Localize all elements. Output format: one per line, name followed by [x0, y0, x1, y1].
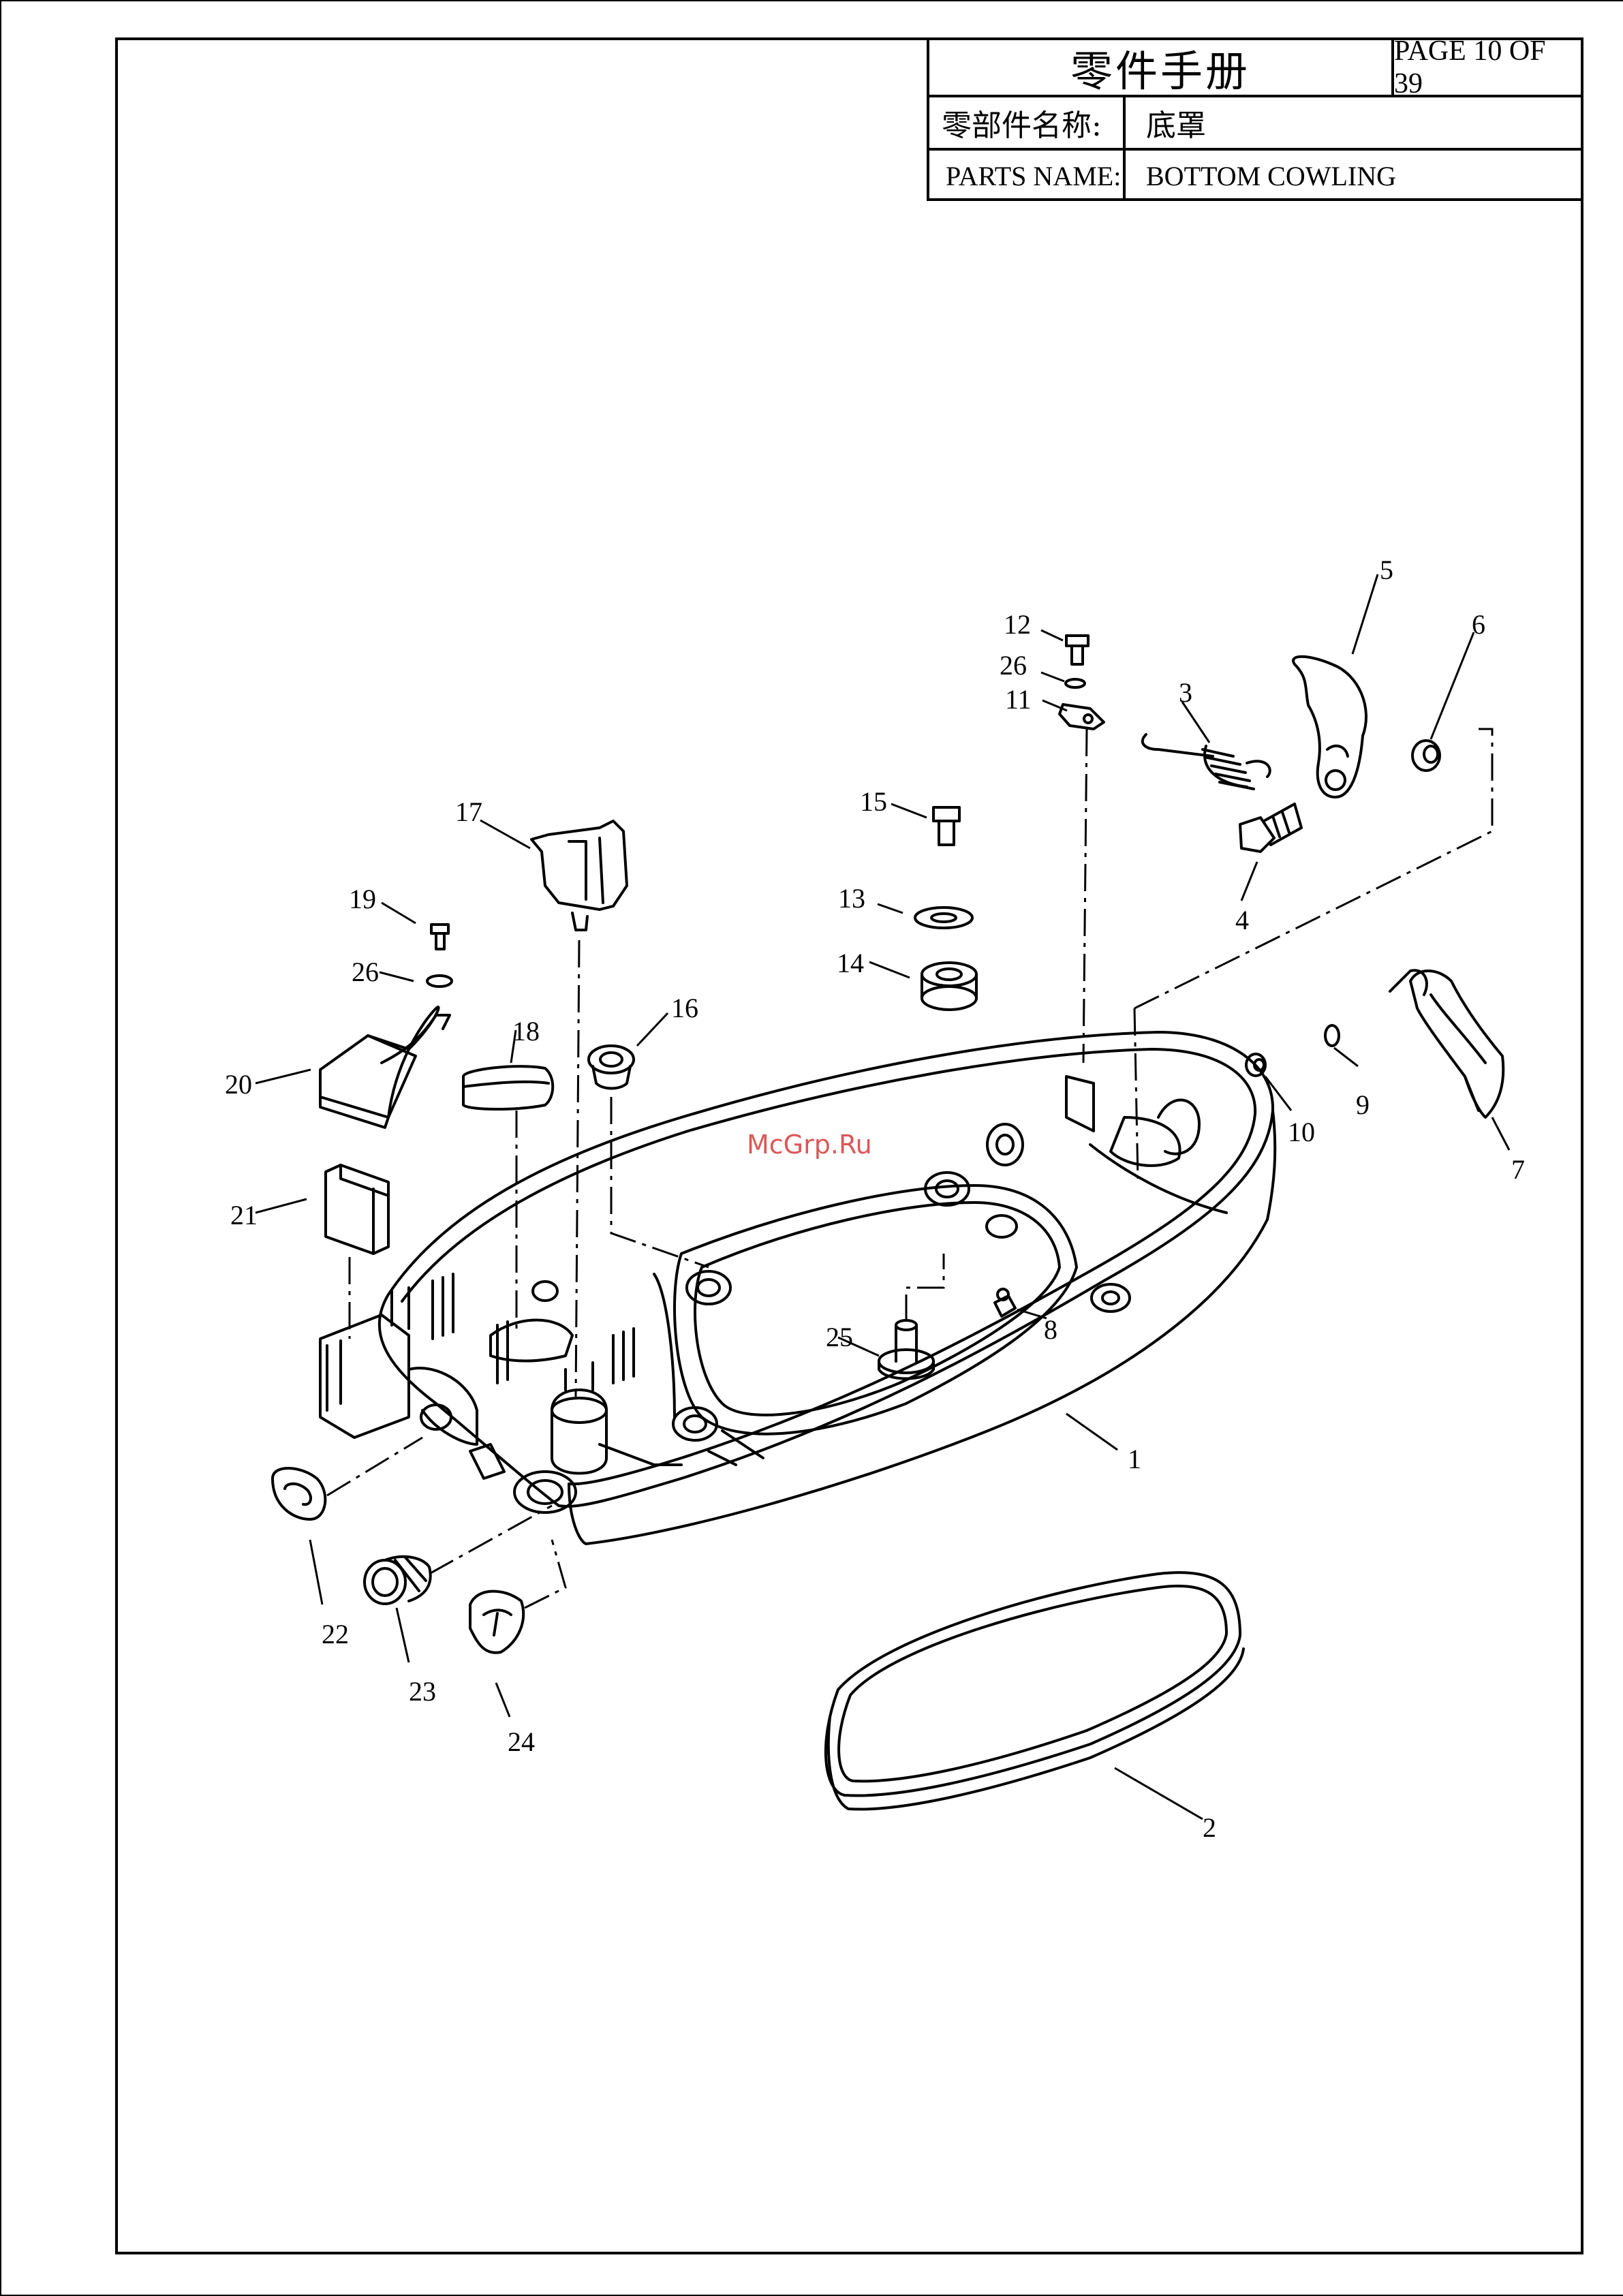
callout-25: 25 — [826, 1322, 853, 1352]
callout-2: 2 — [1203, 1812, 1216, 1843]
clip-11 — [1060, 704, 1104, 729]
bushing-6 — [1412, 741, 1440, 771]
rubber-plug-23 — [365, 1557, 431, 1604]
bolt-15 — [933, 807, 959, 845]
callout-8: 8 — [1044, 1314, 1057, 1345]
callout-11: 11 — [1005, 684, 1032, 715]
callout-23: 23 — [409, 1676, 436, 1707]
latch-plate-20 — [320, 1007, 450, 1128]
collar-10 — [1246, 1054, 1265, 1076]
washer-13 — [915, 907, 972, 928]
spring — [1143, 734, 1270, 789]
screw-19 — [431, 925, 448, 949]
part-name-value-cn: 底罩 — [1123, 95, 1581, 148]
callout-6: 6 — [1472, 609, 1485, 640]
pad-18 — [463, 1066, 553, 1109]
o-ring-9 — [1325, 1025, 1339, 1046]
callout-20: 20 — [225, 1069, 252, 1100]
grommet-16 — [589, 1046, 634, 1089]
manual-title: 零件手册 — [929, 40, 1391, 95]
latch-handle-7 — [1390, 970, 1503, 1117]
callout-4: 4 — [1235, 905, 1249, 935]
watermark: McGrp.Ru — [747, 1130, 872, 1160]
clip-block-21 — [326, 1165, 388, 1254]
callout-22: 22 — [322, 1619, 349, 1649]
boss-25 — [879, 1320, 933, 1379]
callout-10: 10 — [1288, 1117, 1315, 1147]
bolt-4 — [1240, 804, 1301, 852]
washer-26-upper — [1066, 679, 1085, 687]
part-name-label-en: PARTS NAME: — [929, 148, 1123, 201]
grommet-24 — [470, 1592, 523, 1653]
callout-21: 21 — [230, 1200, 258, 1230]
screw-12 — [1066, 636, 1088, 664]
callout-17: 17 — [455, 796, 482, 827]
part-name-value-en: BOTTOM COWLING — [1123, 148, 1581, 201]
washer-26-lower — [427, 976, 452, 987]
callout-18: 18 — [512, 1016, 540, 1046]
callout-7: 7 — [1511, 1154, 1525, 1185]
ring-grommet-22 — [273, 1468, 325, 1519]
callout-24: 24 — [508, 1726, 535, 1757]
callout-3: 3 — [1179, 677, 1192, 708]
part-name-label-cn: 零部件名称: — [929, 95, 1123, 148]
callout-15: 15 — [860, 786, 887, 817]
gasket-seal — [826, 1572, 1243, 1809]
callout-5: 5 — [1380, 555, 1393, 585]
plug-8 — [995, 1289, 1015, 1316]
callout-12: 12 — [1004, 609, 1031, 640]
callout-26-lower: 26 — [352, 957, 379, 987]
bracket-17 — [531, 821, 627, 930]
callout-13: 13 — [838, 883, 865, 914]
callout-1: 1 — [1128, 1444, 1141, 1474]
grommet-14 — [922, 963, 976, 1010]
callout-16: 16 — [671, 993, 698, 1023]
page-number: PAGE 10 OF 39 — [1391, 40, 1581, 95]
callout-9: 9 — [1356, 1089, 1370, 1120]
callout-26-upper: 26 — [1000, 650, 1027, 681]
latch-lever-5 — [1293, 657, 1366, 797]
callout-14: 14 — [837, 948, 864, 978]
callout-19: 19 — [349, 884, 376, 914]
title-block: 零件手册 PAGE 10 OF 39 零部件名称: 底罩 PARTS NAME:… — [927, 37, 1583, 201]
